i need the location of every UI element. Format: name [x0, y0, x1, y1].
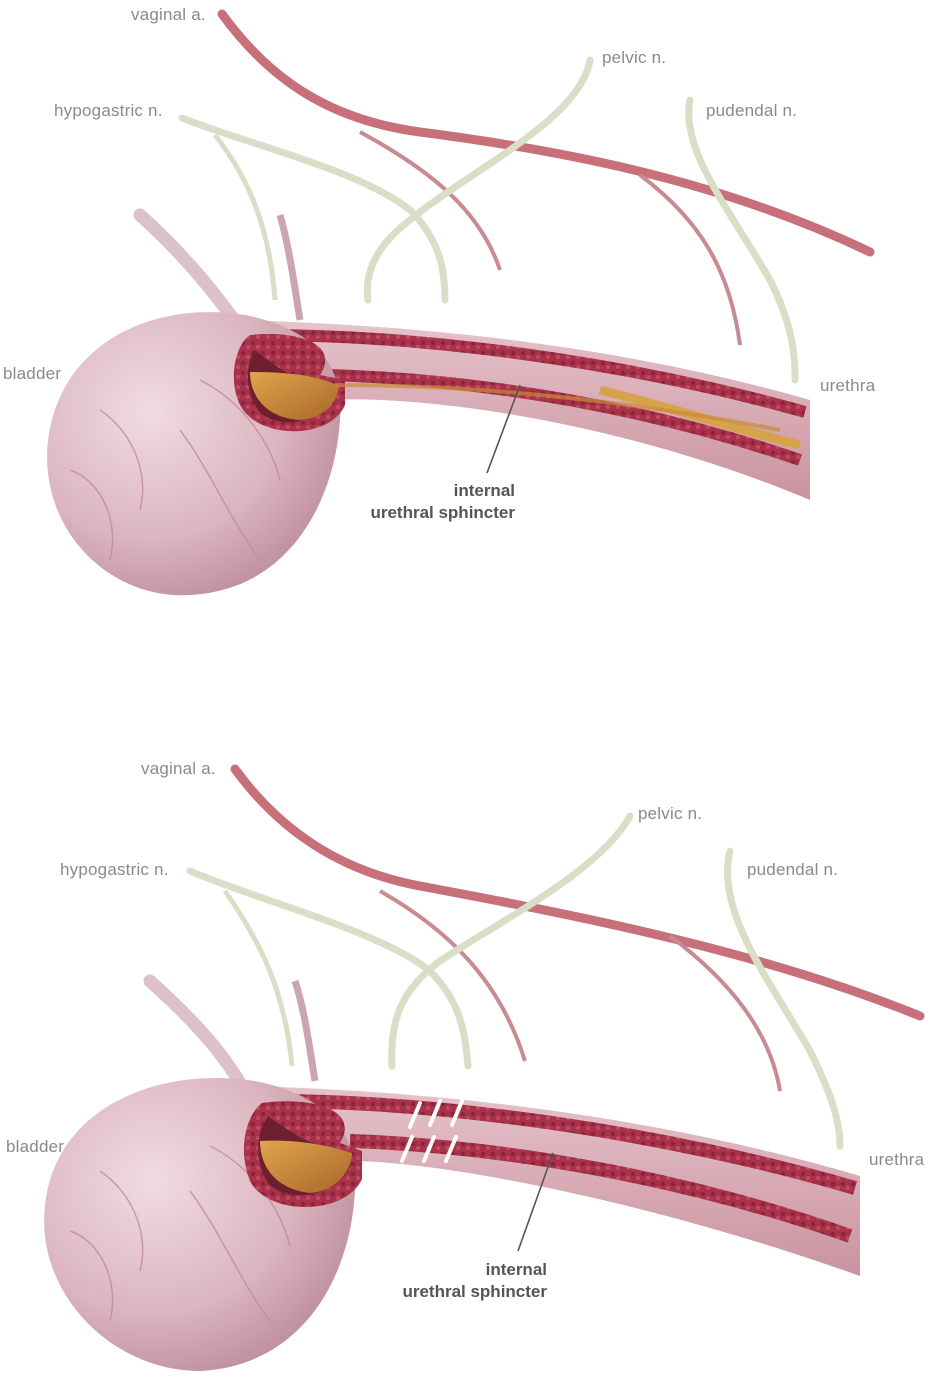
label-bladder: bladder	[6, 1137, 64, 1157]
hypogastric-nerve-branch	[215, 135, 275, 300]
label-vaginal-artery: vaginal a.	[131, 5, 206, 25]
diagram-panel-contracted: vaginal a. pelvic n. hypogastric n. pude…	[0, 691, 931, 1382]
label-pelvic-nerve: pelvic n.	[602, 48, 666, 68]
label-urethra: urethra	[820, 376, 875, 396]
label-pudendal-nerve: pudendal n.	[706, 101, 797, 121]
ureter	[280, 215, 300, 320]
label-urethra: urethra	[869, 1150, 924, 1170]
vaginal-artery-branch	[380, 891, 525, 1061]
vaginal-artery	[235, 769, 920, 1016]
hypogastric-nerve-branch	[225, 891, 292, 1066]
label-bladder: bladder	[3, 364, 61, 384]
label-internal-urethral-sphincter: internal urethral sphincter	[402, 1259, 547, 1303]
label-vaginal-artery: vaginal a.	[141, 759, 216, 779]
pudendal-nerve	[727, 851, 840, 1146]
label-internal-urethral-sphincter: internal urethral sphincter	[370, 480, 515, 524]
label-hypogastric-nerve: hypogastric n.	[54, 101, 163, 121]
label-pudendal-nerve: pudendal n.	[747, 860, 838, 880]
label-pelvic-nerve: pelvic n.	[638, 804, 702, 824]
vaginal-artery	[222, 14, 870, 252]
label-hypogastric-nerve: hypogastric n.	[60, 860, 169, 880]
diagram-panel-relaxed: vaginal a. pelvic n. hypogastric n. pude…	[0, 0, 931, 691]
pelvic-nerve	[367, 60, 590, 300]
ureter	[295, 981, 315, 1081]
